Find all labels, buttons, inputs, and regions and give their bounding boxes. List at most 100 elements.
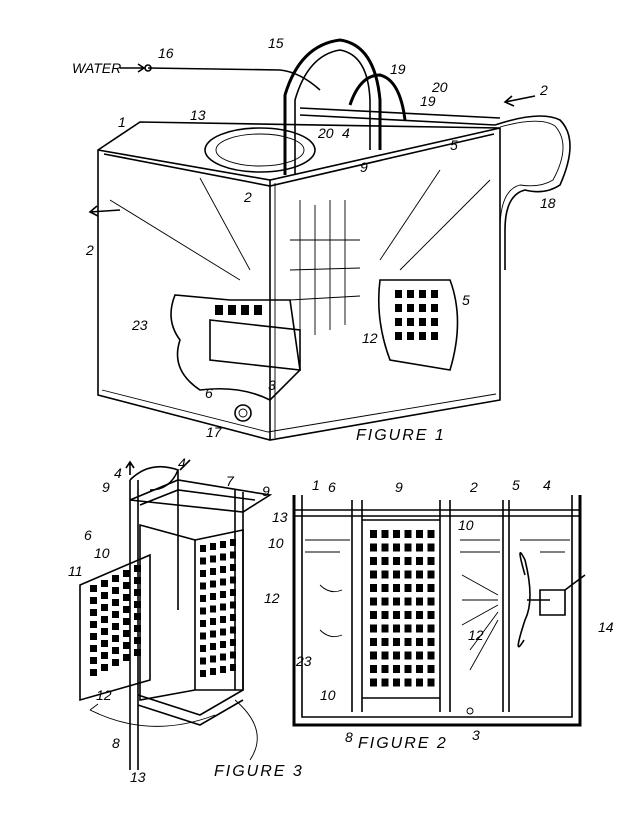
perforation (416, 584, 423, 592)
perforation (416, 624, 423, 633)
perforation (427, 678, 435, 687)
ref-10b: 10 (268, 535, 284, 551)
perforation (210, 580, 216, 588)
perforation (427, 543, 435, 552)
perforation (427, 557, 435, 565)
perforation (210, 643, 216, 650)
perforation (370, 530, 377, 538)
perforation (220, 553, 226, 561)
perforation (210, 630, 216, 638)
figure-3-caption: FIGURE 3 (214, 763, 304, 780)
perforation (220, 603, 226, 611)
perforation (90, 609, 97, 616)
perforation (230, 551, 236, 559)
power-cord (564, 574, 586, 591)
perforation (370, 651, 377, 660)
perforation (393, 584, 400, 592)
tank-outline (97, 121, 501, 441)
figure-2: 1 6 9 2 5 4 10 12 14 23 10 8 3 FIGURE 2 (292, 477, 614, 752)
perforation (210, 668, 216, 675)
perforation (381, 651, 389, 660)
perforation (210, 655, 216, 663)
perforation (200, 632, 206, 640)
perforation (200, 620, 206, 627)
perforation (393, 557, 400, 565)
fan-14 (517, 551, 566, 648)
perforation (200, 582, 206, 590)
perforation (370, 611, 377, 619)
basket-grid (370, 530, 435, 687)
perforation (101, 592, 108, 599)
perforation (220, 591, 226, 598)
ref-13b: 13 (130, 769, 146, 785)
perforation (404, 543, 412, 552)
perforation (123, 654, 130, 661)
ref-10: 10 (458, 517, 474, 533)
perforation (230, 626, 236, 634)
perforation (427, 597, 435, 606)
perforation (404, 678, 412, 687)
perforation (404, 638, 412, 646)
frame-posts (129, 470, 244, 770)
perforation (112, 575, 119, 582)
perforation (370, 584, 377, 592)
ref-1: 1 (118, 114, 126, 130)
perforation (210, 555, 216, 563)
frame-top (129, 479, 273, 513)
perforation (101, 652, 108, 659)
figure-3: 4 4 9 7 9 6 13 10 10 11 12 12 8 13 FIGUR… (68, 455, 304, 785)
perforation (90, 669, 97, 676)
figure-2-caption: FIGURE 2 (358, 735, 448, 752)
perforation (381, 584, 389, 592)
perforation (370, 570, 377, 579)
perforation (404, 584, 412, 592)
ref-6: 6 (205, 385, 213, 401)
perforation (220, 566, 226, 573)
ref-13: 13 (190, 107, 206, 123)
water-level (305, 539, 570, 553)
perforation (393, 624, 400, 633)
perforation (230, 589, 236, 596)
ref-12: 12 (264, 590, 280, 606)
perforation (123, 642, 130, 649)
perforation (101, 664, 108, 671)
perforation (112, 647, 119, 654)
swing-arrow (89, 703, 216, 727)
perforation (220, 628, 226, 636)
perforation (101, 640, 108, 647)
perforation (123, 582, 130, 589)
tube-19 (348, 73, 407, 121)
lid (294, 509, 580, 517)
perforation (90, 645, 97, 652)
perforation (101, 628, 108, 635)
perforation (230, 651, 236, 659)
perforation (230, 564, 236, 571)
ref-3: 3 (268, 377, 276, 393)
ref-6: 6 (84, 527, 92, 543)
door-grid (90, 565, 141, 676)
perforation (370, 665, 377, 673)
perforation (200, 607, 206, 615)
perforation (230, 601, 236, 609)
perforation (200, 670, 206, 677)
perforation (112, 635, 119, 642)
ref-4: 4 (342, 125, 350, 141)
perforation (404, 557, 412, 565)
perforation (370, 597, 377, 606)
ref-9: 9 (360, 159, 368, 175)
arrow-4 (125, 459, 191, 475)
perforation (230, 539, 236, 546)
perforation (381, 665, 389, 673)
ref-12: 12 (362, 330, 378, 346)
perforation (393, 638, 400, 646)
section-arrow-right (503, 95, 536, 107)
flow-arrows (319, 574, 499, 671)
perforation (134, 637, 141, 644)
perforation (90, 621, 97, 628)
perforation (381, 678, 389, 687)
perforation (393, 611, 400, 619)
ref-10: 10 (94, 545, 110, 561)
perforation (134, 589, 141, 596)
perforation (200, 557, 206, 565)
perforation (230, 614, 236, 621)
